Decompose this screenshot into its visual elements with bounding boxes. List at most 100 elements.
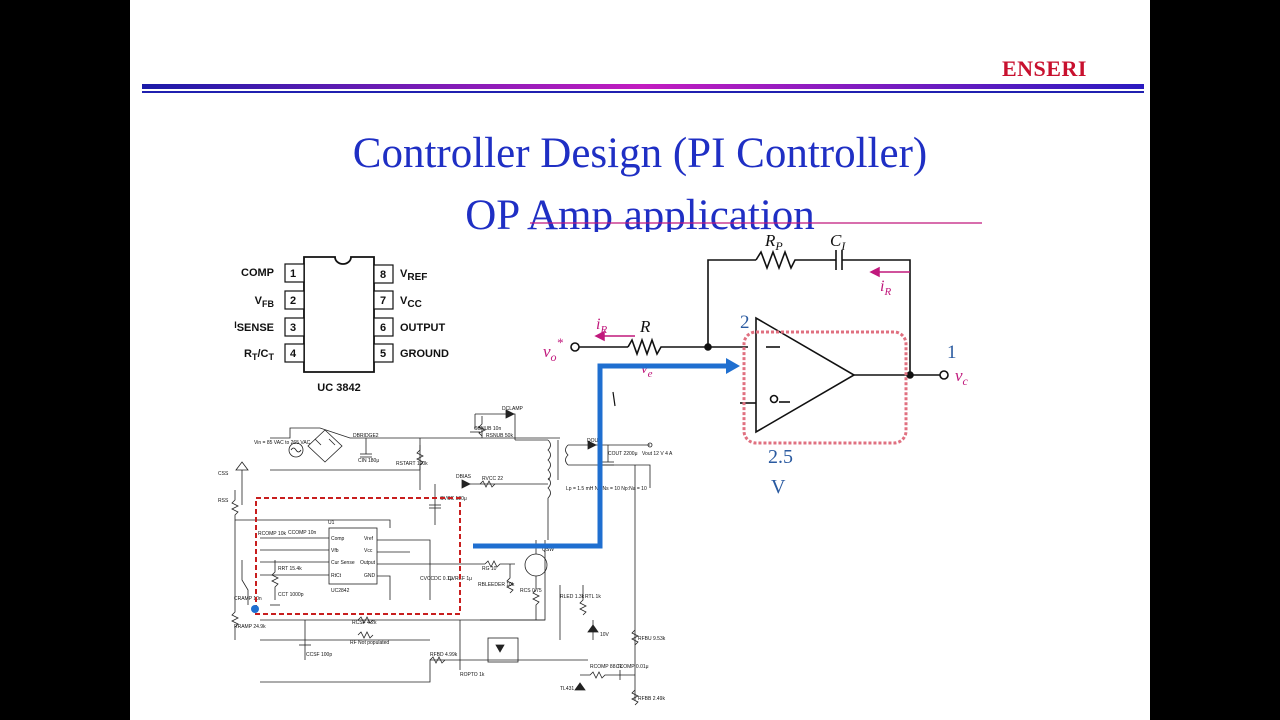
pin-box-1	[284, 263, 305, 283]
pin-num-6: 6	[380, 322, 386, 334]
slide: ENSERI Controller Design (PI Controller)…	[130, 0, 1150, 720]
pin-name-ground: GROUND	[400, 348, 449, 360]
sch-wire-ctl-1	[235, 519, 391, 528]
opamp-pi-circuit	[570, 249, 949, 434]
ir-arrowhead-feedback	[869, 266, 880, 278]
sch-xfmr-aux	[547, 477, 551, 499]
pin-name-isense: ISENSE	[234, 320, 274, 334]
sch-rcs	[532, 576, 540, 620]
sch-label-rcomp2: RCOMP 88.7k	[590, 664, 623, 670]
highlight-arrow-path	[473, 363, 728, 549]
sch-rg	[484, 560, 515, 568]
uc3842-pinout: 1 2 3 4 8 7 6 5 COMP VFB ISENSE RT/CT VR…	[234, 256, 449, 394]
sch-csnub-wire	[474, 414, 483, 438]
sch-label-rfbb: RFBB 2.49k	[638, 696, 665, 702]
label-ref-value: 2.5	[768, 446, 793, 468]
sch-wire-vref	[377, 539, 431, 600]
sch-opto	[487, 637, 519, 663]
pin-name-vcc: VCC	[400, 295, 422, 310]
pin-box-7	[373, 290, 394, 310]
header-rule-thin	[142, 91, 1144, 93]
sch-dbias-diode	[461, 479, 471, 489]
sch-rail-low-3	[260, 659, 588, 683]
sch-label-ccsf: CCSF 100p	[306, 652, 332, 658]
sch-rss	[231, 490, 239, 600]
resistor-rp	[755, 249, 830, 271]
sch-gnd-css	[235, 461, 249, 471]
opamp-highlight-box	[742, 330, 908, 445]
sch-rbleeder	[506, 564, 514, 594]
sch-label-ic-pin-vfb: Vfb	[331, 548, 339, 554]
feedback-wire-right	[842, 259, 911, 375]
pin-name-rtct: RT/CT	[244, 348, 274, 362]
junction-inverting	[704, 343, 712, 351]
sch-label-rg: RG 10	[482, 566, 497, 572]
highlight-arrowhead	[726, 358, 740, 374]
sch-label-ic-pin-vref: Vref	[364, 536, 374, 542]
sch-label-css: CSS	[218, 471, 229, 477]
label-vc: vc	[955, 366, 969, 388]
current-arrows	[594, 266, 910, 342]
sch-label-xfmr: Lp = 1.5 mH Np:Ns = 10 Np:Na = 10	[566, 486, 647, 492]
sch-wire-gnd	[377, 575, 391, 600]
sch-label-u1: U1	[328, 520, 335, 526]
sch-rf	[357, 631, 374, 639]
flyback-schematic	[231, 409, 653, 706]
sch-label-rcomp: RCOMP 10k	[258, 531, 286, 537]
label-pin-2: 2	[740, 312, 750, 333]
ic-part-number: UC 3842	[317, 382, 360, 394]
pin-num-1: 1	[290, 268, 296, 280]
sch-ac-source	[288, 442, 304, 458]
label-ci: CI	[830, 231, 846, 253]
pin-box-8	[373, 264, 394, 284]
opamp-triangle	[755, 316, 856, 434]
sch-label-ccomp: CCOMP 10n	[288, 530, 316, 536]
sch-rramp	[231, 600, 239, 640]
sch-label-dbias: DBIAS	[456, 474, 472, 480]
pin-name-output: OUTPUT	[400, 322, 446, 334]
feedback-wire-left	[707, 259, 756, 347]
label-ve: ve	[641, 361, 653, 380]
sch-label-ic-pin-gnd: GND	[364, 573, 376, 579]
pin-box-2	[284, 290, 305, 310]
pin-box-4	[284, 343, 305, 363]
label-pin-1: 1	[947, 342, 957, 363]
sch-label-cout: COUT 2200μ	[608, 451, 638, 457]
sch-label-rramp: RRAMP 24.9k	[234, 624, 266, 630]
sch-rcomp2	[580, 671, 635, 679]
sch-label-bridge: DBRIDGE2	[353, 433, 379, 439]
pin-num-4: 4	[290, 348, 297, 360]
schematic-labels: Vin = 85 VAC to 265 VAC DBRIDGE2 CIN 180…	[218, 406, 673, 702]
output-terminal	[939, 370, 949, 380]
sch-rfbd	[429, 656, 446, 664]
sch-label-tl431: TL431	[560, 686, 574, 692]
sch-xfmr-primary	[547, 439, 551, 481]
sch-bridge-diode	[314, 438, 322, 446]
sch-label-dout: DOUT	[587, 438, 601, 444]
sch-label-ropto: ROPTO 1k	[460, 672, 485, 678]
sch-label-rfbu: RFBU 9.53k	[638, 636, 666, 642]
label-ref-unit: V	[771, 476, 786, 498]
sch-rcsf	[357, 616, 374, 624]
sch-qsw	[524, 553, 548, 577]
slide-title-line2: OP Amp application	[465, 194, 815, 232]
pin-box-5	[373, 343, 394, 363]
sch-rsnub	[478, 416, 486, 437]
sch-label-rvcc: RVCC 22	[482, 476, 503, 482]
junction-output	[906, 371, 914, 379]
sch-label-ic-pin-rtct: RtCt	[331, 573, 342, 579]
sch-rrt	[271, 560, 279, 600]
pin-num-3: 3	[290, 322, 296, 334]
sch-label-rbleeder: RBLEEDER 10k	[478, 582, 515, 588]
brand-logo-text: ENSERI	[1002, 56, 1087, 81]
sch-label-cin: CIN 180μ	[358, 458, 379, 464]
sch-dclamp-diode	[505, 409, 515, 419]
sch-label-ccomp2: CCOMP 0.01μ	[616, 664, 649, 670]
sch-label-ic-pin-comp: Comp	[331, 536, 345, 542]
pin-name-vref: VREF	[400, 268, 427, 283]
diagram-canvas: 1 2 3 4 8 7 6 5 COMP VFB ISENSE RT/CT VR…	[218, 222, 982, 706]
sch-rfbu	[631, 629, 639, 646]
sch-label-ic-pin-output: Output	[360, 560, 376, 566]
sch-label-rss: RSS	[218, 498, 229, 504]
sch-label-csnub: CSNUB 10n	[474, 426, 501, 432]
